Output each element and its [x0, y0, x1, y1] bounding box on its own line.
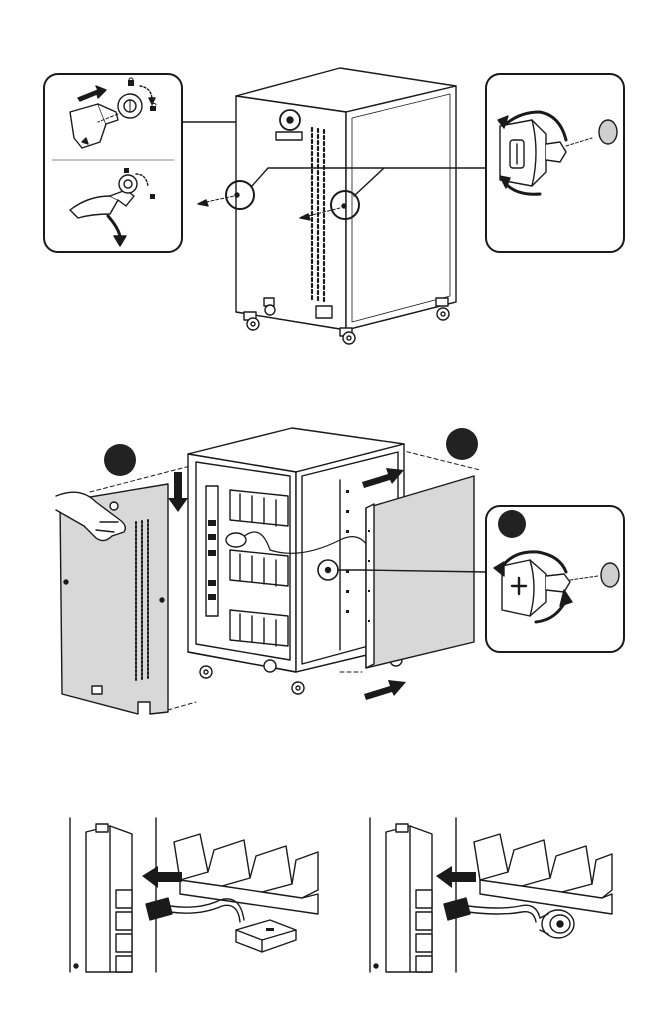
adapter-detail-left — [70, 818, 318, 972]
step-marker-1 — [104, 444, 136, 476]
push-arrow-icon — [364, 680, 406, 700]
round-connector-icon — [540, 910, 574, 938]
push-arrow-icon — [168, 472, 188, 512]
step-marker-2 — [446, 428, 478, 460]
unlock-remove-screws-figure — [0, 0, 670, 370]
ac-adapter-icon — [236, 920, 296, 952]
key-lock-callout — [44, 74, 182, 252]
adapter-detail-right — [370, 818, 612, 972]
screw-callout — [486, 506, 624, 652]
screw-callout — [486, 74, 624, 252]
push-arrow-icon — [142, 866, 182, 888]
disconnect-adapters-figure — [0, 790, 670, 1021]
step-marker-3 — [498, 510, 526, 538]
remove-side-panels-figure — [0, 410, 670, 730]
